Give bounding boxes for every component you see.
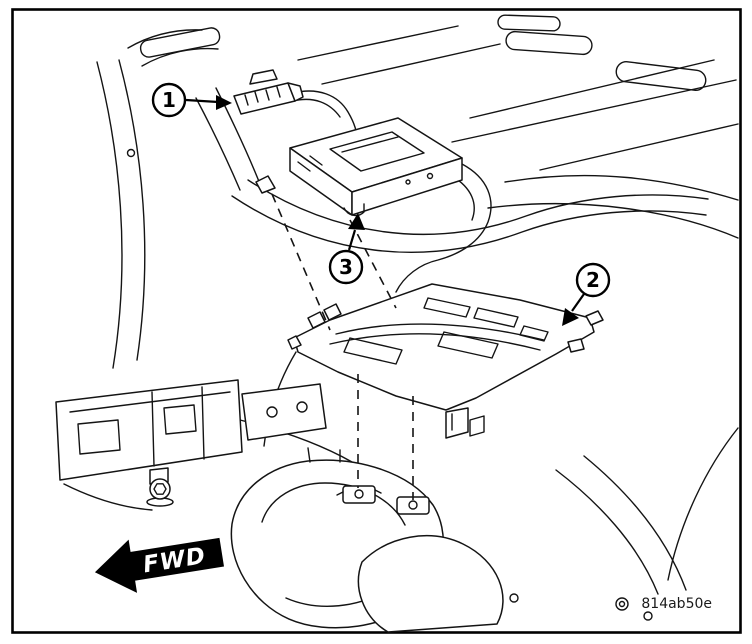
callout-1-arrow (216, 95, 232, 110)
callout-1-number: 1 (162, 88, 176, 112)
callout-3-circle (328, 249, 364, 285)
figure-border (11, 8, 742, 634)
seat-cushion-illustration (230, 447, 504, 633)
callout-2: 2 (562, 262, 611, 326)
callout-3-arrow (348, 213, 365, 230)
callout-1-circle (151, 82, 187, 118)
callout-2-leader (571, 293, 585, 312)
bolt-illustration (146, 478, 174, 507)
module-right-face (351, 157, 463, 216)
figure-code: 814ab50e (641, 596, 712, 612)
background-linework (96, 14, 739, 621)
callout-1-leader (185, 98, 219, 104)
bracket-illustration (287, 283, 604, 515)
module-illustration (255, 117, 492, 293)
callout-3: 3 (328, 213, 365, 285)
fwd-arrow: FWD (94, 537, 224, 593)
alignment-dashed-lines (271, 193, 414, 500)
mount-foot-left (336, 485, 382, 504)
callout-2-circle (575, 262, 611, 298)
callout-3-leader (347, 229, 357, 251)
fwd-arrow-shape (94, 537, 224, 593)
mount-foot-right (396, 496, 430, 515)
seat-frame-illustration (55, 379, 327, 511)
callout-1: 1 (151, 82, 232, 118)
callout-2-number: 2 (586, 268, 600, 292)
callout-3-number: 3 (339, 255, 353, 279)
callout-2-arrow (562, 308, 579, 326)
fwd-arrow-label: FWD (141, 543, 207, 579)
